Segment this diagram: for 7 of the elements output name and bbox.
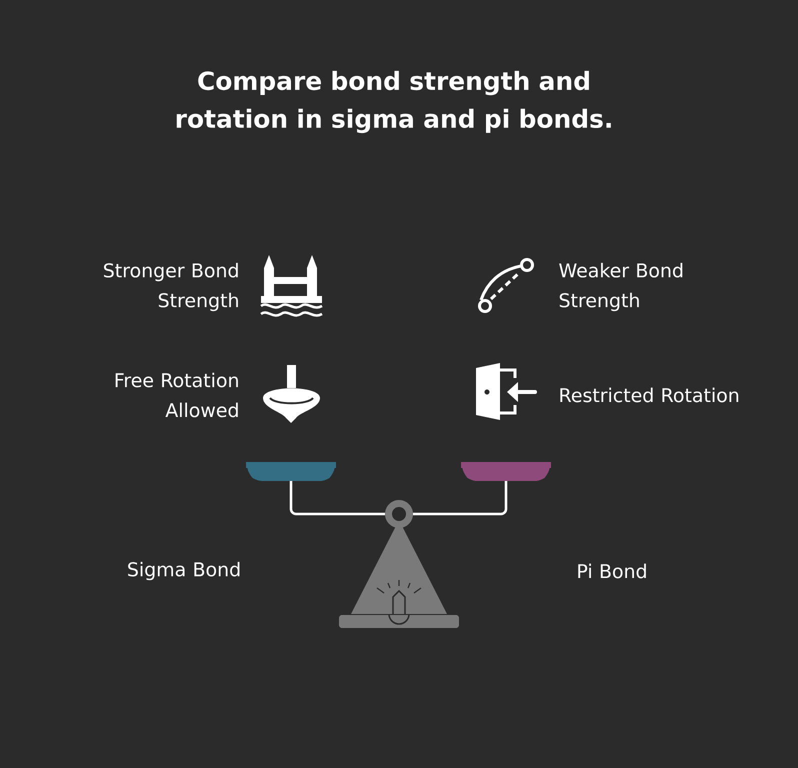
- label: Free Rotation Allowed: [116, 372, 238, 418]
- label: Restricted Rotation: [560, 388, 738, 402]
- label: Stronger Bond Strength: [104, 262, 238, 312]
- title: Compare bond strength and rotation in sigma and pi bonds.: [176, 70, 611, 134]
- label: Sigma Bond: [128, 562, 240, 580]
- label: Weaker Bond Strength: [559, 262, 682, 312]
- label: Pi Bond: [578, 564, 646, 578]
